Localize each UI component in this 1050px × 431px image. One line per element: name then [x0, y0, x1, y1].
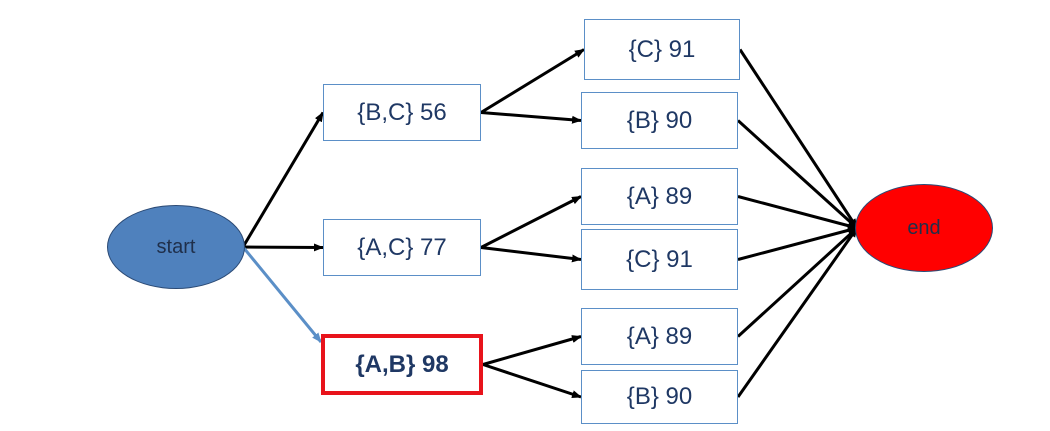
- level1-node: {B,C} 56: [323, 84, 481, 141]
- edge-arrow: [480, 111, 582, 124]
- start-label: start: [156, 235, 196, 258]
- selected-level1-node: {A,B} 98: [321, 334, 483, 395]
- level2-node-label: {A} 89: [626, 182, 693, 210]
- level2-node-label: {A} 89: [626, 322, 693, 350]
- level1-node-label: {A,B} 98: [355, 350, 449, 378]
- selected-edge: [241, 246, 323, 343]
- level1-node-label: {A,C} 77: [357, 233, 447, 261]
- edge-arrow-to-end: [736, 226, 859, 338]
- edge-arrow-to-end: [737, 195, 858, 230]
- level2-node: {A} 89: [581, 168, 738, 225]
- edge-arrow: [242, 243, 324, 252]
- level2-node-label: {C} 91: [628, 35, 696, 63]
- level2-node-label: {C} 91: [626, 245, 693, 273]
- level1-node: {A,C} 77: [323, 219, 481, 276]
- level2-node: {C} 91: [584, 19, 740, 80]
- level2-node: {C} 91: [581, 229, 738, 290]
- level2-node-label: {B} 90: [626, 383, 693, 410]
- edge-arrow: [480, 48, 585, 114]
- level2-node: {B} 90: [581, 370, 738, 424]
- edge-arrow-to-end: [736, 227, 859, 398]
- edge-arrow: [482, 363, 582, 399]
- edge-arrow-to-end: [737, 226, 858, 261]
- level2-node-label: {B} 90: [626, 106, 693, 134]
- level2-node: {B} 90: [581, 92, 738, 149]
- edge-arrow: [482, 335, 582, 366]
- edge-arrow: [480, 195, 582, 249]
- end-label: end: [907, 216, 941, 239]
- end-node: end: [855, 184, 993, 272]
- level1-node-label: {B,C} 56: [357, 98, 447, 126]
- edge-arrow-to-end: [738, 48, 859, 229]
- edge-arrow: [241, 111, 325, 248]
- edge-arrow: [480, 246, 582, 263]
- level2-node: {A} 89: [581, 308, 738, 365]
- edge-arrow-to-end: [736, 119, 859, 230]
- start-node: start: [107, 205, 245, 289]
